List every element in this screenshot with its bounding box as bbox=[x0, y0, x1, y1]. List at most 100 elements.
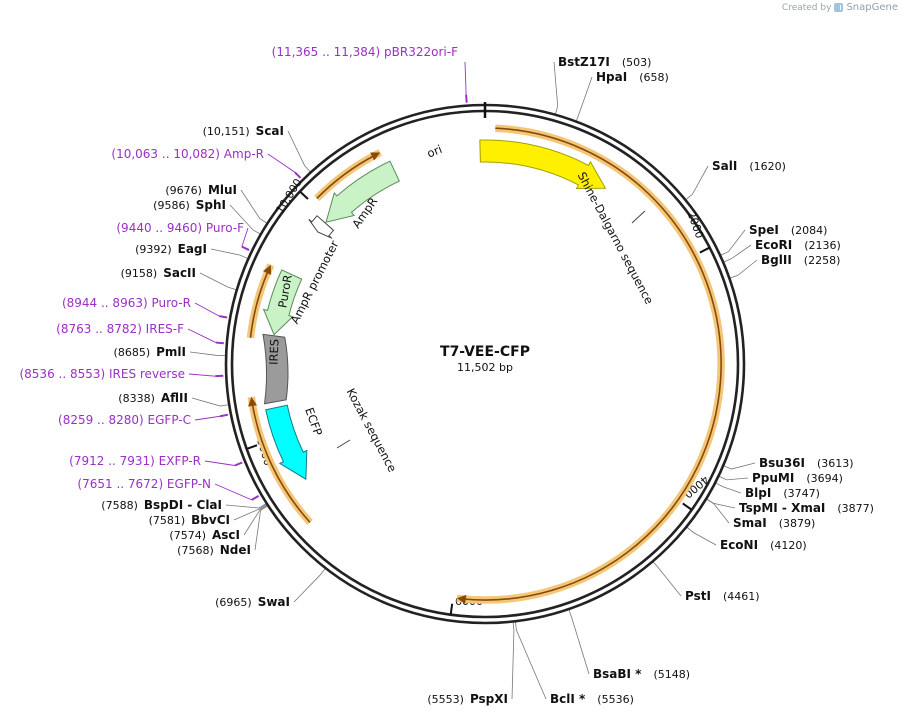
site-swai: SwaI(6965) bbox=[215, 595, 290, 609]
orf-arrowhead-4 bbox=[370, 152, 381, 161]
orf-band-3 bbox=[246, 263, 275, 339]
site-leader-bbvci bbox=[233, 503, 268, 521]
site-name-bglii: BglII bbox=[761, 253, 792, 267]
primer-mark-ires-f bbox=[215, 341, 224, 345]
site-sali: SalI(1620) bbox=[712, 159, 786, 173]
site-pos-smai: (3879) bbox=[779, 517, 816, 530]
site-name-bsu36i: Bsu36I bbox=[759, 456, 805, 470]
site-blpi: BlpI(3747) bbox=[745, 486, 820, 500]
site-pos-aflii: (8338) bbox=[118, 392, 155, 405]
primer-leader-egfp-c bbox=[194, 415, 221, 421]
site-pos-bbvci: (7581) bbox=[149, 514, 186, 527]
site-leader-spei bbox=[720, 229, 746, 256]
site-name-spei: SpeI bbox=[749, 223, 779, 237]
primer-amp-r: (10,063 .. 10,082) Amp-R bbox=[111, 147, 302, 179]
primer-leader-puro-r bbox=[194, 302, 220, 317]
site-name-smai: SmaI bbox=[733, 516, 767, 530]
site-leader-eagi bbox=[210, 248, 249, 260]
site-leader-pspxi bbox=[511, 621, 515, 700]
site-pspxi: PspXI(5553) bbox=[427, 692, 508, 706]
site-name-blpi: BlpI bbox=[745, 486, 771, 500]
primer-egfp-c: (8259 .. 8280) EGFP-C bbox=[58, 413, 229, 427]
credit-prefix: Created by bbox=[781, 2, 832, 13]
primer-mark-exfp-r bbox=[234, 461, 243, 467]
site-psti: PstI(4461) bbox=[685, 589, 760, 603]
primer-label-puro-f: (9440 .. 9460) Puro-F bbox=[116, 221, 244, 235]
feature-label-ires: IRES bbox=[267, 339, 282, 365]
site-sacii: SacII(9158) bbox=[121, 266, 196, 280]
site-bcli: BclI *(5536) bbox=[550, 692, 634, 706]
site-tspmi-xmai: TspMI - XmaI(3877) bbox=[739, 501, 874, 515]
site-name-sali: SalI bbox=[712, 159, 737, 173]
primer-label-ires-f: (8763 .. 8782) IRES-F bbox=[56, 322, 184, 336]
site-smai: SmaI (3879) bbox=[733, 516, 815, 530]
site-pos-psti: (4461) bbox=[723, 590, 760, 603]
site-pos-pspxi: (5553) bbox=[427, 693, 464, 706]
feature-ori bbox=[479, 139, 607, 189]
site-scai: ScaI(10,151) bbox=[203, 124, 284, 138]
feature-ecfp bbox=[265, 404, 308, 481]
primer-leader-egfp-n bbox=[214, 483, 252, 501]
site-name-bspdi-clai: BspDI - ClaI bbox=[144, 498, 222, 512]
primer-exfp-r: (7912 .. 7931) EXFP-R bbox=[69, 454, 243, 468]
site-pos-bsu36i: (3613) bbox=[817, 457, 854, 470]
feature-puror bbox=[262, 269, 303, 336]
site-leader-bcli bbox=[514, 621, 547, 700]
tick-6000 bbox=[449, 603, 454, 615]
primer-puro-f: (9440 .. 9460) Puro-F bbox=[116, 221, 250, 251]
site-pos-bsabi: (5148) bbox=[653, 668, 690, 681]
site-pos-scai: (10,151) bbox=[203, 125, 250, 138]
site-name-ndei: NdeI bbox=[220, 543, 251, 557]
leader-lines bbox=[187, 61, 758, 700]
primer-puro-r: (8944 .. 8963) Puro-R bbox=[62, 296, 228, 319]
site-name-aflii: AflII bbox=[161, 391, 188, 405]
site-name-sphi: SphI bbox=[196, 198, 226, 212]
site-name-ppumi: PpuMI bbox=[752, 471, 794, 485]
primer-egfp-n: (7651 .. 7672) EGFP-N bbox=[77, 477, 260, 501]
site-leader-ndei bbox=[254, 505, 269, 551]
site-bstz17i: BstZ17I(503) bbox=[558, 55, 651, 69]
site-name-econi: EcoNI bbox=[720, 538, 758, 552]
plasmid-length: 11,502 bp bbox=[457, 361, 513, 374]
primer-leader-exfp-r bbox=[204, 460, 235, 466]
open-reading-frames bbox=[246, 124, 725, 604]
primer-pbr322ori-f: (11,365 .. 11,384) pBR322ori-F bbox=[272, 45, 468, 103]
site-pos-econi: (4120) bbox=[770, 539, 807, 552]
plasmid-name: T7-VEE-CFP bbox=[440, 344, 530, 360]
site-leader-tspmi-xmai bbox=[705, 498, 736, 509]
site-pos-eagi: (9392) bbox=[135, 243, 172, 256]
site-pos-bspdi-clai: (7588) bbox=[101, 499, 138, 512]
feature-ampr bbox=[325, 160, 400, 223]
site-pos-bglii: (2258) bbox=[804, 254, 841, 267]
site-leader-blpi bbox=[715, 482, 742, 494]
site-leader-aflii bbox=[191, 397, 230, 407]
orf-arrowhead-1 bbox=[456, 594, 467, 604]
site-pos-sphi: (9586) bbox=[153, 199, 190, 212]
site-bbvci: BbvCI(7581) bbox=[149, 513, 230, 527]
snapgene-logo-icon bbox=[834, 3, 844, 12]
site-name-asci: AscI bbox=[212, 528, 240, 542]
primer-mark-puro-r bbox=[219, 315, 228, 319]
site-leader-smai bbox=[705, 498, 730, 524]
site-name-hpai: HpaI bbox=[596, 70, 627, 84]
primer-mark-egfp-n bbox=[251, 495, 260, 501]
site-name-ecori: EcoRI bbox=[755, 238, 792, 252]
site-name-bsabi: BsaBI * bbox=[593, 667, 642, 681]
primer-label-pbr322ori-f: (11,365 .. 11,384) pBR322ori-F bbox=[272, 45, 458, 59]
orf-line-4 bbox=[316, 154, 377, 199]
primer-leader-ires-f bbox=[187, 328, 217, 343]
site-hpai: HpaI(658) bbox=[596, 70, 669, 84]
site-leader-pmli bbox=[189, 351, 227, 357]
site-pos-bcli: (5536) bbox=[597, 693, 634, 706]
primer-leader-amp-r bbox=[267, 153, 296, 173]
site-pos-ndei: (7568) bbox=[177, 544, 214, 557]
site-pos-tspmi-xmai: (3877) bbox=[837, 502, 874, 515]
site-name-mlui: MluI bbox=[208, 183, 237, 197]
snapgene-credit: Created by SnapGene bbox=[782, 2, 898, 13]
site-name-swai: SwaI bbox=[258, 595, 290, 609]
site-leader-bglii bbox=[729, 259, 758, 279]
primer-leader-pbr322ori-f bbox=[464, 61, 467, 95]
tick-label-10000: 10,000 bbox=[273, 176, 304, 216]
